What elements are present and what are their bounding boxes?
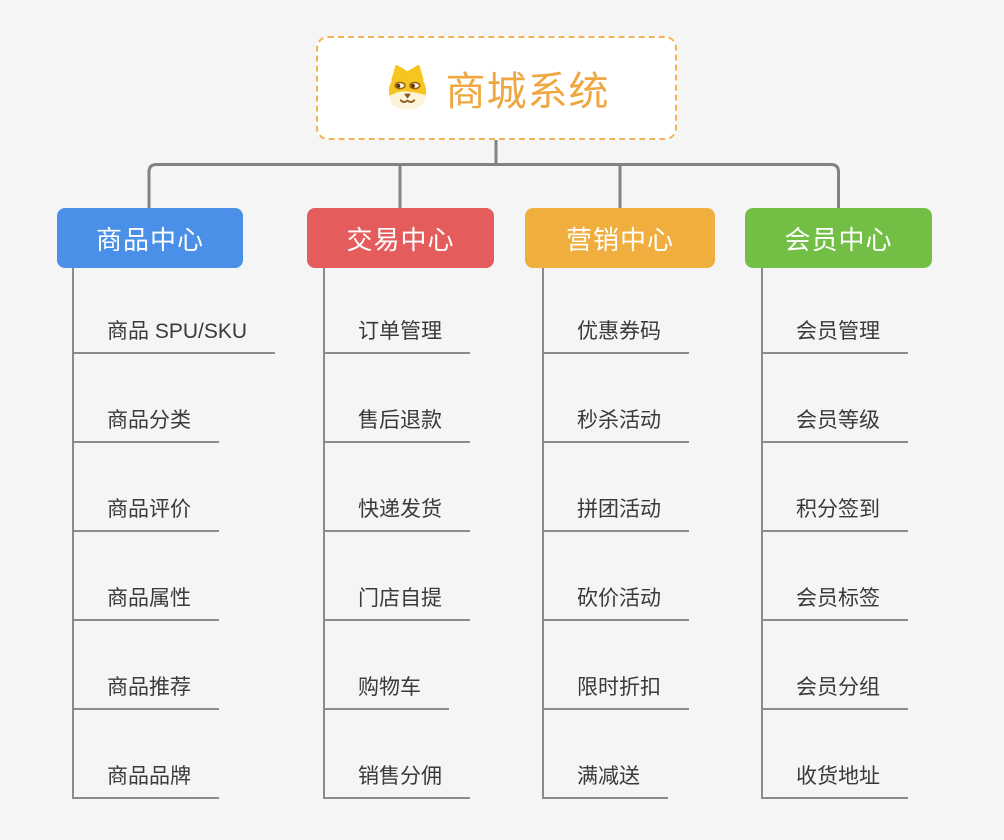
leaf-label: 会员标签: [763, 582, 908, 621]
branch-items-product: 商品 SPU/SKU 商品分类 商品评价 商品属性 商品推荐 商品品牌: [72, 268, 276, 799]
branch-node-marketing-center[interactable]: 营销中心: [525, 208, 715, 268]
leaf-node[interactable]: 商品属性: [74, 532, 275, 621]
branch-items-marketing: 优惠券码 秒杀活动 拼团活动 砍价活动 限时折扣 满减送: [542, 268, 689, 799]
leaf-node[interactable]: 商品品牌: [74, 710, 275, 799]
leaf-label: 销售分佣: [325, 760, 470, 799]
leaf-label: 门店自提: [325, 582, 470, 621]
leaf-node[interactable]: 会员管理: [763, 268, 908, 354]
leaf-node[interactable]: 秒杀活动: [544, 354, 689, 443]
leaf-label: 商品评价: [74, 493, 219, 532]
leaf-node[interactable]: 拼团活动: [544, 443, 689, 532]
leaf-label: 快递发货: [325, 493, 470, 532]
leaf-label: 订单管理: [325, 315, 470, 354]
leaf-node[interactable]: 订单管理: [325, 268, 470, 354]
branch-label: 会员中心: [784, 224, 893, 255]
leaf-node[interactable]: 售后退款: [325, 354, 470, 443]
leaf-label: 满减送: [544, 760, 668, 799]
leaf-label: 会员管理: [763, 315, 908, 354]
leaf-node[interactable]: 积分签到: [763, 443, 908, 532]
leaf-node[interactable]: 销售分佣: [325, 710, 470, 799]
leaf-label: 积分签到: [763, 493, 908, 532]
leaf-label: 限时折扣: [544, 671, 689, 710]
leaf-node[interactable]: 商品推荐: [74, 621, 275, 710]
branch-node-trade-center[interactable]: 交易中心: [307, 208, 494, 268]
branch-items-trade: 订单管理 售后退款 快递发货 门店自提 购物车 销售分佣: [323, 268, 470, 799]
leaf-label: 会员分组: [763, 671, 908, 710]
root-title: 商城系统: [445, 70, 610, 114]
root-node[interactable]: 商城系统: [316, 36, 677, 140]
shiba-dog-icon: [388, 64, 426, 110]
leaf-node[interactable]: 门店自提: [325, 532, 470, 621]
leaf-node[interactable]: 优惠券码: [544, 268, 689, 354]
leaf-label: 商品品牌: [74, 760, 219, 799]
leaf-node[interactable]: 快递发货: [325, 443, 470, 532]
leaf-label: 拼团活动: [544, 493, 689, 532]
branch-node-member-center[interactable]: 会员中心: [745, 208, 932, 268]
leaf-node[interactable]: 商品评价: [74, 443, 275, 532]
leaf-label: 优惠券码: [544, 315, 689, 354]
leaf-label: 商品 SPU/SKU: [74, 315, 276, 354]
leaf-label: 商品推荐: [74, 671, 219, 710]
leaf-node[interactable]: 商品 SPU/SKU: [74, 268, 276, 354]
leaf-node[interactable]: 商品分类: [74, 354, 275, 443]
branch-items-member: 会员管理 会员等级 积分签到 会员标签 会员分组 收货地址: [761, 268, 908, 799]
leaf-label: 商品属性: [74, 582, 219, 621]
leaf-node[interactable]: 满减送: [544, 710, 689, 799]
leaf-label: 会员等级: [763, 404, 908, 443]
leaf-label: 购物车: [325, 671, 449, 710]
leaf-node[interactable]: 会员标签: [763, 532, 908, 621]
branch-label: 商品中心: [95, 224, 204, 255]
branch-label: 交易中心: [346, 224, 455, 255]
leaf-label: 商品分类: [74, 404, 219, 443]
leaf-label: 售后退款: [325, 404, 470, 443]
branch-node-product-center[interactable]: 商品中心: [57, 208, 243, 268]
leaf-node[interactable]: 会员分组: [763, 621, 908, 710]
leaf-label: 收货地址: [763, 760, 908, 799]
leaf-node[interactable]: 砍价活动: [544, 532, 689, 621]
branch-label: 营销中心: [565, 224, 674, 255]
leaf-node[interactable]: 收货地址: [763, 710, 908, 799]
leaf-node[interactable]: 限时折扣: [544, 621, 689, 710]
leaf-node[interactable]: 购物车: [325, 621, 470, 710]
leaf-node[interactable]: 会员等级: [763, 354, 908, 443]
leaf-label: 砍价活动: [544, 582, 689, 621]
leaf-label: 秒杀活动: [544, 404, 689, 443]
